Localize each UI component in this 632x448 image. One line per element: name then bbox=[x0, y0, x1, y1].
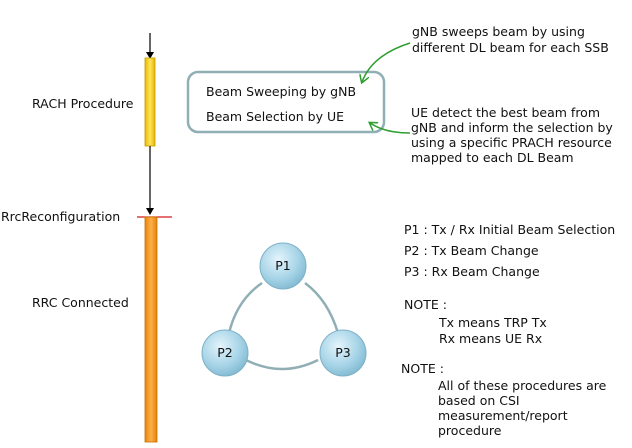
rrc-connected-label: RRC Connected bbox=[32, 295, 129, 310]
sweep-arrow bbox=[362, 42, 411, 82]
selection-arrow bbox=[370, 123, 411, 134]
circle-p2: P2 bbox=[201, 329, 249, 377]
note1-title: NOTE : bbox=[404, 297, 447, 312]
note2-line-2: based on CSI bbox=[438, 393, 520, 408]
procedure-p1-label: P1 : Tx / Rx Initial Beam Selection bbox=[404, 222, 615, 237]
sweep-note-line-2: different DL beam for each SSB bbox=[412, 40, 609, 55]
selection-note-line-2: gNB and inform the selection by bbox=[411, 120, 613, 135]
procedure-p3-label: P3 : Rx Beam Change bbox=[404, 264, 540, 279]
note1-line-2: Rx means UE Rx bbox=[439, 331, 542, 346]
link-p2-p3 bbox=[245, 358, 319, 371]
procedure-p2-label: P2 : Tx Beam Change bbox=[404, 243, 539, 258]
selection-note-line-1: UE detect the best beam from bbox=[411, 105, 600, 120]
circle-p1: P1 bbox=[259, 242, 307, 290]
note2-title: NOTE : bbox=[401, 361, 444, 376]
rach-procedure-bar bbox=[144, 57, 156, 147]
circle-p1-label: P1 bbox=[275, 258, 291, 273]
note2-line-4: procedure bbox=[438, 423, 502, 438]
circle-p3: P3 bbox=[319, 329, 367, 377]
sweep-note-line-1: gNB sweeps beam by using bbox=[412, 24, 585, 39]
circle-p3-label: P3 bbox=[335, 345, 351, 360]
rach-procedure-label: RACH Procedure bbox=[32, 96, 134, 111]
beam-selection-label: Beam Selection by UE bbox=[206, 109, 344, 124]
note2-line-1: All of these procedures are bbox=[438, 378, 607, 393]
rrc-connected-bar bbox=[144, 216, 158, 443]
link-p1-p2 bbox=[227, 281, 263, 334]
selection-note-line-3: using a specific PRACH resource bbox=[411, 135, 612, 150]
beam-sweeping-label: Beam Sweeping by gNB bbox=[206, 84, 356, 99]
link-p1-p3 bbox=[304, 281, 340, 334]
note2-line-3: measurement/report bbox=[438, 408, 568, 423]
circle-p2-label: P2 bbox=[217, 345, 233, 360]
note1-line-1: Tx means TRP Tx bbox=[438, 315, 547, 330]
beam-box bbox=[186, 70, 386, 134]
rrc-reconfiguration-label: RrcReconfiguration bbox=[1, 209, 120, 224]
selection-note-line-4: mapped to each DL Beam bbox=[411, 150, 574, 165]
